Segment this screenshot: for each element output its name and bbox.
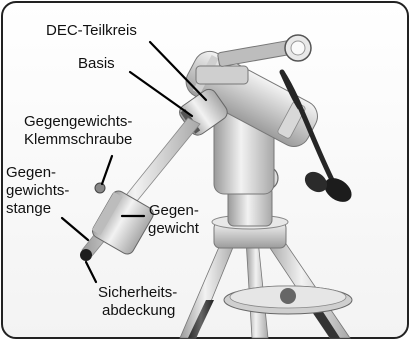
label-cw-shaft-line3: stange bbox=[6, 200, 69, 218]
label-cw-shaft-line2: gewichts- bbox=[6, 182, 69, 200]
label-counterweight: Gegen- gewicht bbox=[148, 202, 199, 238]
label-safety-cap-line2: abdeckung bbox=[98, 302, 177, 320]
label-cw-lock-screw-line2: Klemmschraube bbox=[24, 131, 132, 149]
label-cw-shaft-line1: Gegen- bbox=[6, 164, 69, 182]
label-base: Basis bbox=[78, 55, 115, 73]
label-counterweight-line2: gewicht bbox=[148, 220, 199, 238]
label-dec-circle: DEC-Teilkreis bbox=[46, 22, 137, 40]
label-cw-lock-screw-line1: Gegengewichts- bbox=[24, 113, 132, 131]
label-counterweight-lock-screw: Gegengewichts- Klemmschraube bbox=[24, 113, 132, 149]
label-counterweight-shaft: Gegen- gewichts- stange bbox=[6, 164, 69, 218]
label-safety-cap-line1: Sicherheits- bbox=[98, 284, 177, 302]
label-safety-cap: Sicherheits- abdeckung bbox=[98, 284, 177, 320]
label-counterweight-line1: Gegen- bbox=[148, 202, 199, 220]
